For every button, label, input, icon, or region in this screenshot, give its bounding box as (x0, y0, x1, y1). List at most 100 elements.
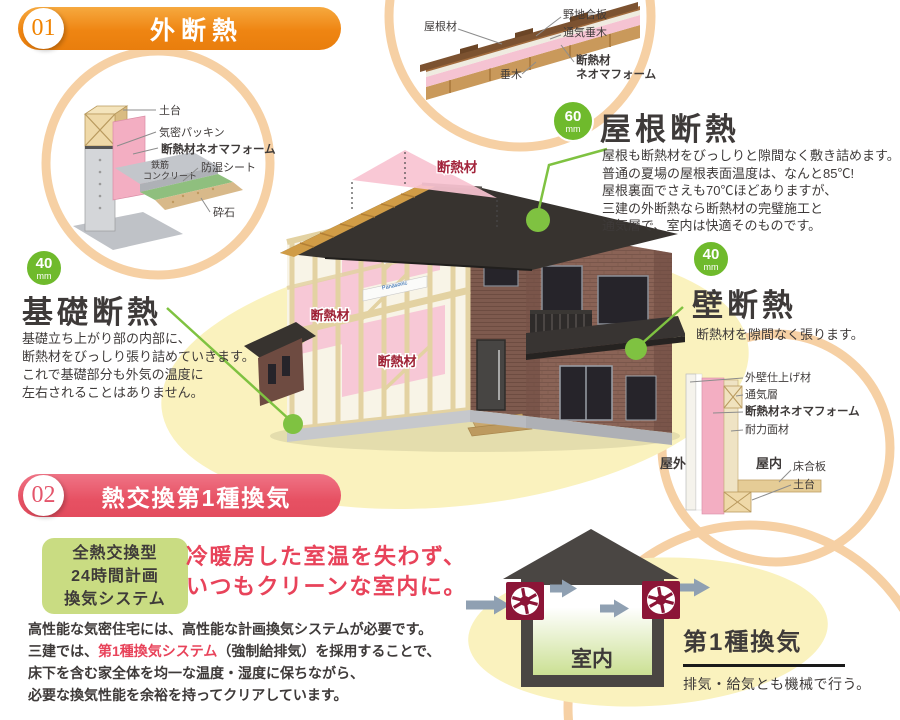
floor-beam (362, 275, 428, 302)
paragraph-line-4: 必要な換気性能を余裕を持ってクリアしています。 (28, 684, 440, 706)
wall-mm-value: 40 (702, 245, 720, 263)
airflow-arrow-room-right (600, 599, 629, 618)
system-box-line-2: 24時間計画 (71, 567, 159, 585)
roof-mm-unit: mm (565, 123, 581, 134)
wall-detail-diagram: 外壁仕上げ材 通気層 断熱材ネオマフォーム 耐力面材 屋外 屋内 床合板 土台 (660, 370, 860, 515)
label-vent-layer: 通気層 (745, 387, 778, 401)
roof-line-2: 普通の夏場の屋根表面温度は、なんと85℃! (602, 165, 855, 181)
roof-layer-rafter (426, 25, 640, 100)
vent-house-roof (503, 529, 679, 579)
paragraph-line-1-text: 高性能な気密住宅には、高性能な計画換気システムが必要です。 (28, 621, 433, 637)
foundation-heading: 基礎断熱 (22, 295, 162, 330)
paragraph-line-3-text: 床下を含む家全体を均一な温度・湿度に保ちながら、 (28, 665, 364, 681)
label-indoor: 屋内 (756, 456, 782, 471)
wall-floor-board (737, 479, 822, 493)
roof-body-text: 屋根も断熱材をびっしりと隙間なく敷き詰めます。 普通の夏場の屋根表面温度は、なん… (602, 147, 900, 235)
ventilation-type-block: 第1種換気 排気・給気とも機械で行う。 (683, 622, 871, 694)
roof-detail-diagram: 屋根材 野地合板 通気垂木 断熱材 ネオマフォーム 垂木 (420, 2, 657, 100)
vent-house-room (533, 585, 652, 675)
ventilation-paragraph: 高性能な気密住宅には、高性能な計画換気システムが必要です。 三建では、第1種換気… (28, 618, 440, 706)
label-siding: 外壁仕上げ材 (745, 370, 811, 384)
peach-ring-roofdetail (384, 0, 656, 152)
wall-air-gap (695, 373, 703, 511)
wall-siding (685, 373, 697, 511)
foundation-base (287, 410, 470, 442)
section2-number: 02 (31, 482, 56, 508)
fan-icon-right (642, 581, 680, 619)
label-roof-insulation-2: ネオマフォーム (576, 68, 657, 81)
roof-insulation-overlay (352, 150, 497, 198)
window-2f-right-b (597, 275, 649, 325)
moisture-sheet (140, 174, 233, 200)
airflow-arrow-in (466, 595, 510, 615)
house-illustration: Panasonic 断熱材 断熱材 断熱材 (244, 150, 685, 452)
airflow-arrow-out (680, 578, 710, 597)
gravel-layer (155, 182, 243, 210)
label-outdoor: 屋外 (660, 456, 686, 471)
label-sheathing: 野地合板 (563, 7, 607, 21)
paragraph-line-2-post: （強制給排気）を採用することで、 (217, 643, 441, 659)
roof-line-3: 屋根裏面でさえも70℃ほどありますが、 (602, 183, 838, 198)
section1-banner: 01 外断熱 (18, 7, 341, 50)
paragraph-line-3: 床下を含む家全体を均一な温度・湿度に保ちながら、 (28, 662, 440, 684)
ventilation-system-box: 全熱交換型 24時間計画 換気システム (42, 538, 188, 614)
window-1f-right-b (625, 375, 657, 421)
slab-top (115, 152, 218, 184)
paragraph-line-1: 高性能な気密住宅には、高性能な計画換気システムが必要です。 (28, 618, 440, 640)
label-wall-insulation: 断熱材ネオマフォーム (745, 404, 860, 418)
rafter-band (280, 184, 436, 257)
foundation-line-4: 左右されることはありません。 (22, 385, 204, 400)
roof-layer-vent-rafter (426, 10, 640, 77)
roof-line-5: 通気層で、室内は快適そのものです。 (602, 218, 822, 233)
label-concrete-2: コンクリート (143, 171, 197, 181)
label-floor-board: 床合板 (793, 459, 826, 473)
roof-mm-badge: 60 mm (552, 100, 594, 142)
airtight-packing (85, 146, 115, 149)
wall-insulation (701, 377, 725, 515)
label-structural-panel: 耐力面材 (745, 422, 789, 436)
foundation-mm-unit: mm (36, 270, 52, 281)
house-insulation-label-2: 断熱材 (310, 308, 349, 323)
slab-edge (140, 166, 218, 192)
section2-title: 熱交換第1種換気 (101, 484, 292, 511)
paragraph-line-4-text: 必要な換気性能を余裕を持ってクリアしています。 (28, 687, 348, 703)
foundation-mm-badge: 40 mm (25, 249, 63, 287)
ventilation-house-diagram: 室内 (466, 529, 710, 687)
peach-ring-bottom (563, 520, 900, 720)
brand-label: Panasonic (382, 280, 409, 291)
roof-line-1: 屋根も断熱材をびっしりと隙間なく敷き詰めます。 (602, 148, 900, 163)
fan-icon-left (506, 582, 544, 620)
label-vent-rafter: 通気垂木 (563, 25, 607, 39)
roof-layer-roofing (420, 2, 638, 72)
label-foundation-insulation: 断熱材ネオマフォーム (161, 142, 276, 156)
paragraph-line-2-pre: 三建では、 (28, 643, 98, 659)
label-concrete-1: 鉄筋 (151, 159, 169, 170)
wall-mm-unit: mm (703, 261, 719, 272)
foundation-mm-value: 40 (35, 254, 53, 272)
house-insulation-label-3: 断熱材 (377, 354, 416, 369)
label-sill: 土台 (159, 103, 181, 117)
front-door (476, 339, 506, 411)
system-box-line-1: 全熱交換型 (72, 544, 158, 562)
label-rafter: 垂木 (500, 68, 522, 81)
catchcopy-line-1: 冷暖房した室温を失わず、 (186, 544, 467, 569)
label-wall-sill: 土台 (793, 477, 815, 491)
window-2f-right-a (541, 265, 583, 319)
wall-heading: 壁断熱 (692, 288, 797, 323)
ventilation-type-desc: 排気・給気とも機械で行う。 (683, 676, 871, 692)
label-roof-insulation-1: 断熱材 (576, 53, 611, 67)
label-packing: 気密パッキン (159, 125, 225, 139)
roof-heading: 屋根断熱 (600, 112, 740, 147)
paragraph-line-2: 三建では、第1種換気システム（強制給排気）を採用することで、 (28, 640, 440, 662)
foundation-line-2: 断熱材をびっしり張り詰めていきます。 (22, 349, 255, 364)
catchcopy: 冷暖房した室温を失わず、 いつもクリーンな室内に。 (186, 542, 467, 602)
wall-body-text: 断熱材を隙間なく張ります。 (696, 326, 864, 344)
roof-overlay-insulation-label: 断熱材 (437, 159, 478, 175)
system-box-line-3: 換気システム (64, 590, 166, 608)
room-label: 室内 (571, 647, 613, 671)
airflow-arrow-room-left (550, 579, 577, 598)
roof-mm-value: 60 (564, 107, 582, 125)
catchcopy-line-2: いつもクリーンな室内に。 (186, 574, 467, 599)
foundation-body-text: 基礎立ち上がり部の内部に、 断熱材をびっしり張り詰めていきます。 これで基礎部分… (22, 330, 255, 402)
